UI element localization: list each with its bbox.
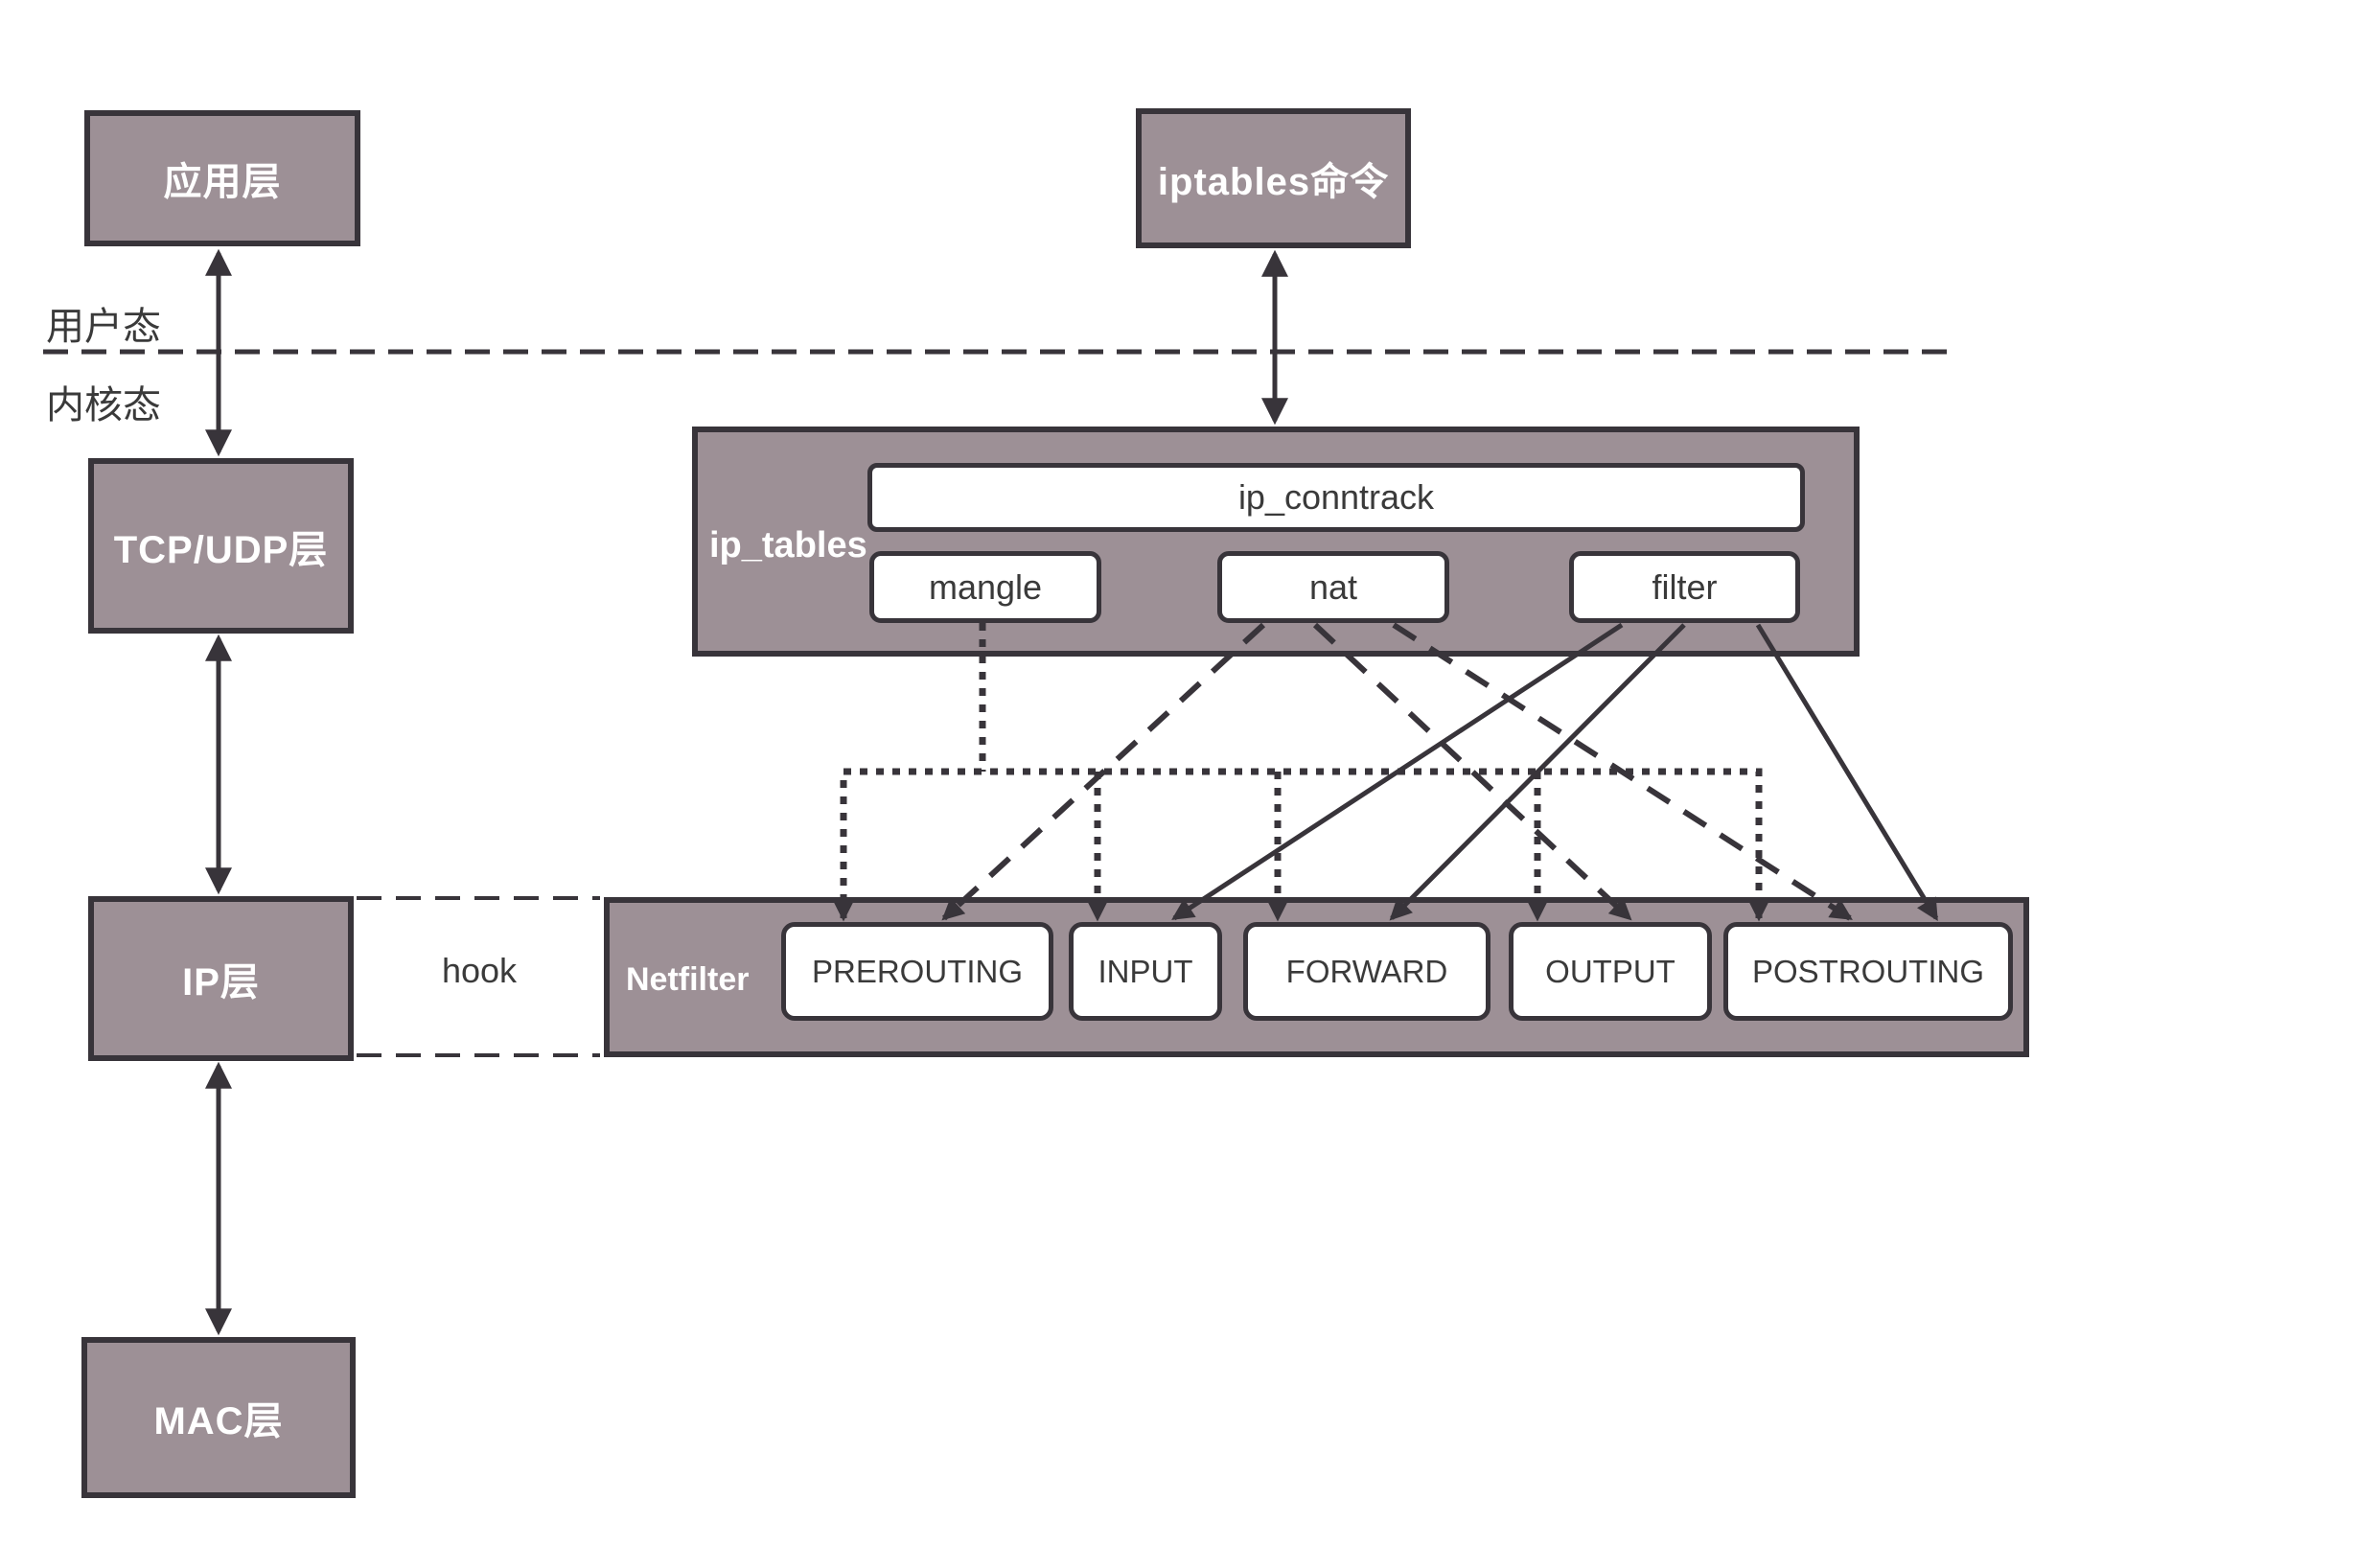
netfilter-label: Netfilter	[626, 961, 750, 998]
tcp-udp-layer-box: TCP/UDP层	[88, 458, 354, 634]
edge-filter-forward	[1389, 623, 1686, 921]
mangle-table-label: mangle	[928, 566, 1043, 607]
mangle-table-box: mangle	[869, 551, 1101, 623]
ip-conntrack-box: ip_conntrack	[867, 463, 1805, 532]
kernel-mode-label: 内核态	[46, 384, 161, 427]
chain-forward-label: FORWARD	[1285, 953, 1448, 989]
filter-table-label: filter	[1652, 566, 1718, 607]
app-layer-box: 应用层	[84, 110, 360, 246]
iptables-command-box: iptables命令	[1136, 108, 1411, 248]
user-mode-label: 用户态	[46, 306, 161, 348]
chain-postrouting-box: POSTROUTING	[1723, 922, 2013, 1021]
iptables-command-label: iptables命令	[1157, 161, 1390, 203]
ip-layer-label: IP层	[182, 961, 260, 1004]
ip-tables-module-label: ip_tables	[709, 525, 867, 565]
chain-input-label: INPUT	[1098, 953, 1193, 989]
nat-table-label: nat	[1308, 566, 1358, 607]
hook-label: hook	[441, 951, 518, 990]
nat-table-box: nat	[1217, 551, 1449, 623]
edge-nat-output	[1312, 622, 1632, 921]
mac-layer-box: MAC层	[81, 1337, 356, 1498]
chain-prerouting-label: PREROUTING	[811, 953, 1023, 989]
edge-nat-postrouting	[1392, 622, 1853, 921]
app-layer-label: 应用层	[163, 161, 282, 203]
chain-postrouting-label: POSTROUTING	[1751, 953, 1984, 989]
filter-table-box: filter	[1569, 551, 1800, 623]
chain-prerouting-box: PREROUTING	[781, 922, 1053, 1021]
mac-layer-label: MAC层	[153, 1400, 284, 1442]
ip-layer-box: IP层	[88, 896, 354, 1061]
edge-filter-input	[1171, 622, 1624, 921]
tcp-udp-layer-label: TCP/UDP层	[113, 528, 329, 571]
edge-filter-postrouting	[1755, 623, 1939, 921]
chain-output-label: OUTPUT	[1545, 953, 1675, 989]
chain-output-box: OUTPUT	[1509, 922, 1712, 1021]
edge-nat-prerouting	[941, 622, 1266, 921]
ip-conntrack-label: ip_conntrack	[1237, 477, 1435, 517]
chain-input-box: INPUT	[1069, 922, 1222, 1021]
chain-forward-box: FORWARD	[1243, 922, 1490, 1021]
